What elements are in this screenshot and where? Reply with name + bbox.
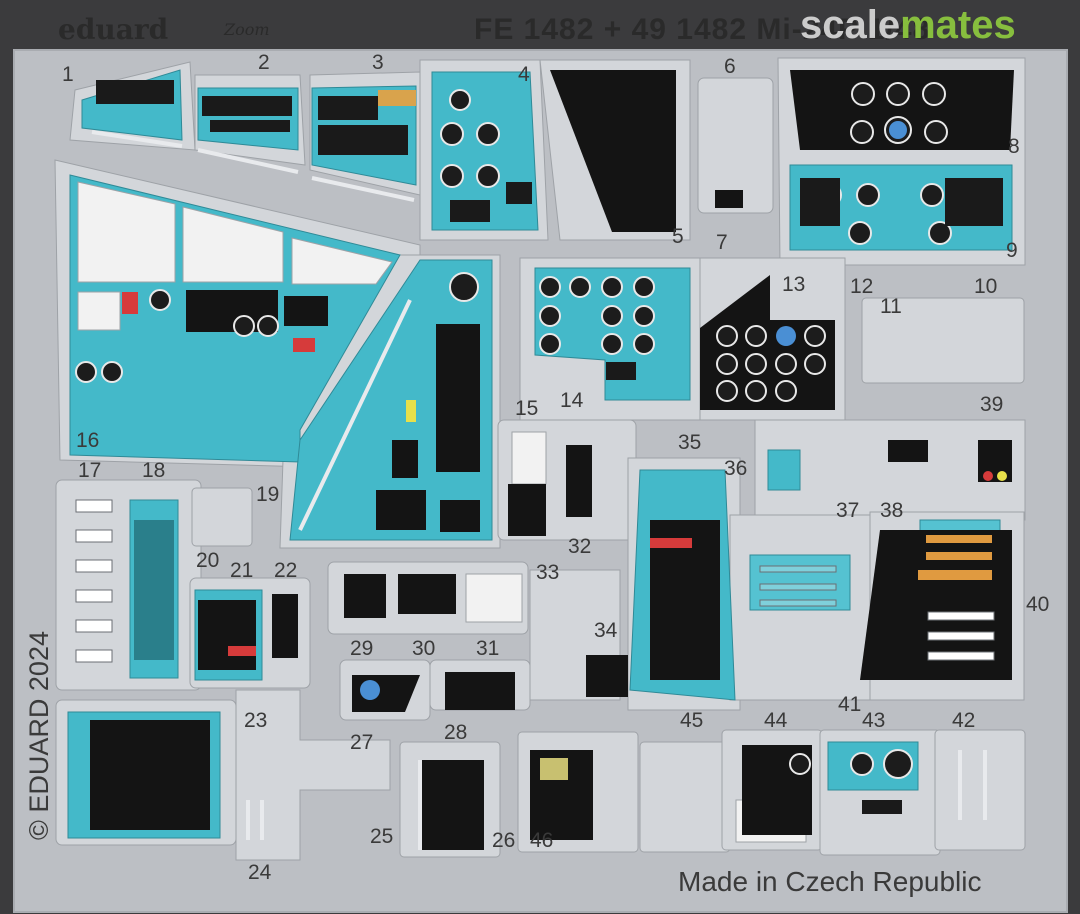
part-number: 15 — [515, 397, 539, 420]
part-number: 40 — [1026, 593, 1050, 616]
colored-details — [122, 90, 1007, 780]
fret-border — [13, 49, 1068, 913]
part-number: 10 — [974, 275, 998, 298]
part-number: 43 — [862, 709, 886, 732]
set-code-title: FE 1482 + 49 1482 Mi-24P 1/48 — [474, 13, 931, 46]
part-number: 29 — [350, 637, 374, 660]
switch-details — [96, 80, 1003, 814]
part-number: 7 — [716, 231, 728, 254]
part-number: 33 — [536, 561, 560, 584]
zoom-logo: Zoom — [224, 20, 270, 39]
part-number: 37 — [836, 499, 860, 522]
part-number: 21 — [230, 559, 254, 582]
attitude-indicators — [360, 121, 907, 700]
part-number: 19 — [256, 483, 280, 506]
brand-logo: eduard — [58, 13, 169, 46]
copyright-text: © EDUARD 2024 — [24, 631, 54, 840]
part-number: 41 — [838, 693, 862, 716]
scalemates-watermark: scalemates — [800, 2, 1016, 48]
part-number: 25 — [370, 825, 394, 848]
part-number: 42 — [952, 709, 976, 732]
perforated-strips — [75, 499, 995, 663]
part-number: 3 — [372, 51, 384, 74]
white-panels — [77, 181, 807, 843]
part-number: 38 — [880, 499, 904, 522]
part-number: 1 — [62, 63, 74, 86]
part-number: 22 — [274, 559, 298, 582]
part-number: 17 — [78, 459, 102, 482]
part-number: 28 — [444, 721, 468, 744]
part-number: 14 — [560, 389, 584, 412]
part-number: 32 — [568, 535, 592, 558]
part-number: 12 — [850, 275, 874, 298]
part-number: 13 — [782, 273, 806, 296]
part-number: 9 — [1006, 239, 1018, 262]
part-number: 4 — [518, 63, 530, 86]
part-number: 44 — [764, 709, 788, 732]
part-number: 46 — [530, 829, 554, 852]
made-in-text: Made in Czech Republic — [678, 866, 982, 897]
part-number: 5 — [672, 225, 684, 248]
watermark-part-scale: scale — [800, 3, 901, 47]
part-number: 2 — [258, 51, 270, 74]
part-number: 16 — [76, 429, 100, 452]
part-number: 18 — [142, 459, 166, 482]
part-number: 11 — [880, 295, 902, 318]
part-number: 36 — [724, 457, 748, 480]
part-number: 23 — [244, 709, 268, 732]
part-number: 24 — [248, 861, 272, 884]
part-number: 30 — [412, 637, 436, 660]
part-number: 45 — [680, 709, 704, 732]
part-number: 39 — [980, 393, 1004, 416]
part-number: 26 — [492, 829, 516, 852]
watermark-part-mates: mates — [900, 3, 1016, 47]
part-number: 34 — [594, 619, 618, 642]
part-number: 8 — [1008, 135, 1020, 158]
part-number: 20 — [196, 549, 220, 572]
part-number: 31 — [476, 637, 500, 660]
part-number: 6 — [724, 55, 736, 78]
gauge-dials — [75, 82, 952, 779]
black-panels — [90, 70, 1014, 850]
rails — [91, 130, 987, 850]
part-number: 27 — [350, 731, 374, 754]
part-number: 35 — [678, 431, 702, 454]
